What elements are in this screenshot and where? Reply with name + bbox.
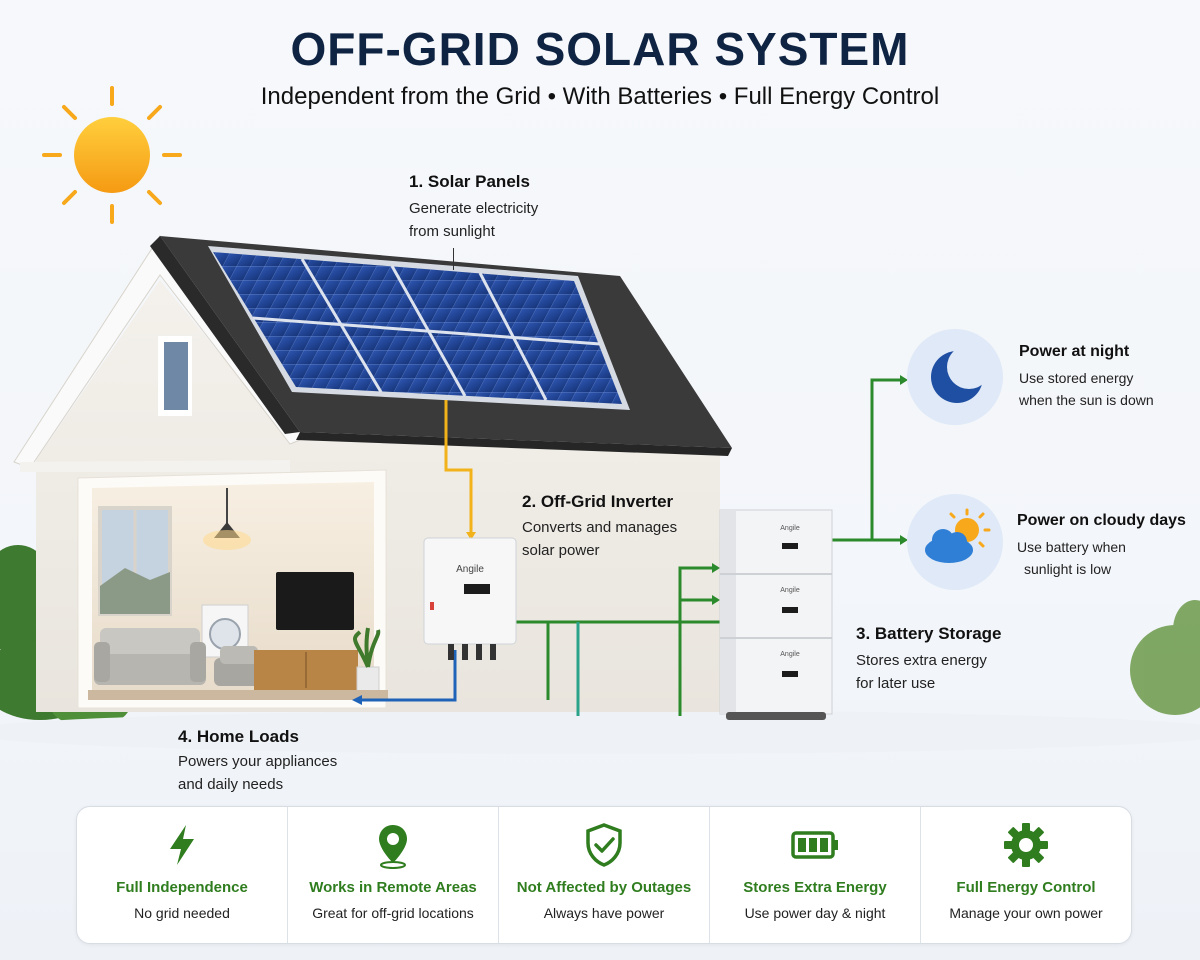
- benefit-energy-control: Full Energy Control Manage your own powe…: [920, 807, 1131, 943]
- bush-right: [1130, 600, 1200, 715]
- callout-line: Use battery when: [1017, 539, 1126, 555]
- benefit-full-independence: Full Independence No grid needed: [77, 807, 287, 943]
- benefit-title: Not Affected by Outages: [516, 879, 692, 896]
- callout-line: Powers your appliances: [178, 753, 338, 770]
- callout-inverter: 2. Off-Grid Inverter Converts and manage…: [522, 492, 677, 562]
- callout-home-loads: 4. Home Loads Powers your appliances and …: [178, 727, 337, 796]
- callout-line: Generate electricity: [409, 200, 539, 217]
- benefit-title: Stores Extra Energy: [743, 879, 887, 896]
- callout-line: and daily needs: [178, 776, 284, 793]
- gear-icon: [1004, 823, 1048, 867]
- benefit-stores-energy: Stores Extra Energy Use power day & nigh…: [709, 807, 920, 943]
- benefit-subtitle: Great for off-grid locations: [312, 905, 474, 921]
- benefit-title: Works in Remote Areas: [309, 879, 477, 896]
- callout-line: Converts and manages: [522, 519, 678, 536]
- battery-stack: Angile Angile Angile: [719, 509, 833, 720]
- cloudy-circle: [907, 494, 1003, 590]
- callout-heading: 4. Home Loads: [178, 727, 299, 746]
- benefit-remote-areas: Works in Remote Areas Great for off-grid…: [287, 807, 498, 943]
- solar-panels: [208, 246, 630, 410]
- battery-brand-1: Angile: [780, 525, 800, 532]
- callout-line: sunlight is low: [1024, 561, 1112, 577]
- callout-line: Stores extra energy: [856, 652, 987, 669]
- inverter-brand: Angile: [456, 564, 484, 575]
- callout-cloudy: Power on cloudy days Use battery when sun…: [1017, 512, 1186, 580]
- shield-check-icon: [586, 823, 622, 867]
- callout-line: Use stored energy: [1019, 370, 1134, 386]
- benefit-subtitle: Use power day & night: [744, 905, 886, 921]
- location-pin-icon: [379, 825, 407, 869]
- benefit-title: Full Independence: [116, 879, 248, 896]
- inverter-to-battery-lines: [515, 378, 900, 716]
- ground: [0, 710, 1200, 754]
- callout-line: for later use: [856, 675, 936, 692]
- callout-heading: 3. Battery Storage: [856, 624, 1002, 643]
- lightning-icon: [170, 825, 194, 865]
- callout-heading: Power at night: [1019, 343, 1130, 360]
- benefit-subtitle: Manage your own power: [949, 905, 1103, 921]
- callout-line: solar power: [522, 542, 600, 559]
- benefit-outages: Not Affected by Outages Always have powe…: [498, 807, 709, 943]
- callout-heading: 2. Off-Grid Inverter: [522, 492, 674, 511]
- battery-icon: [791, 831, 838, 859]
- callout-heading: 1. Solar Panels: [409, 172, 530, 191]
- callout-line: from sunlight: [409, 223, 495, 240]
- inverter-to-loads-line: [360, 650, 457, 702]
- moon-icon: [931, 345, 991, 403]
- sun-icon: [42, 86, 182, 224]
- callout-solar-panels: 1. Solar Panels Generate electricity from…: [409, 172, 538, 243]
- cloud-sun-icon: [925, 508, 991, 563]
- page-title: OFF-GRID SOLAR SYSTEM: [290, 23, 910, 75]
- solar-to-inverter-line: [444, 400, 473, 538]
- callout-heading: Power on cloudy days: [1017, 512, 1186, 529]
- night-circle: [907, 329, 1003, 425]
- system-illustration: Angile Angile Angile Angile: [0, 86, 1200, 754]
- callout-pointer: [453, 248, 454, 270]
- benefits-bar: Full Independence No grid needed Works i…: [76, 806, 1132, 944]
- battery-brand-3: Angile: [780, 651, 800, 658]
- benefit-subtitle: Always have power: [543, 905, 665, 921]
- callout-line: when the sun is down: [1019, 392, 1154, 408]
- benefit-title: Full Energy Control: [956, 879, 1096, 896]
- page-subtitle: Independent from the Grid • With Batteri…: [260, 83, 940, 110]
- battery-brand-2: Angile: [780, 587, 800, 594]
- inverter-unit: Angile: [423, 537, 517, 660]
- callout-battery: 3. Battery Storage Stores extra energy fo…: [856, 624, 1002, 695]
- benefit-subtitle: No grid needed: [134, 905, 230, 921]
- callout-night: Power at night Use stored energy when the…: [1019, 343, 1154, 411]
